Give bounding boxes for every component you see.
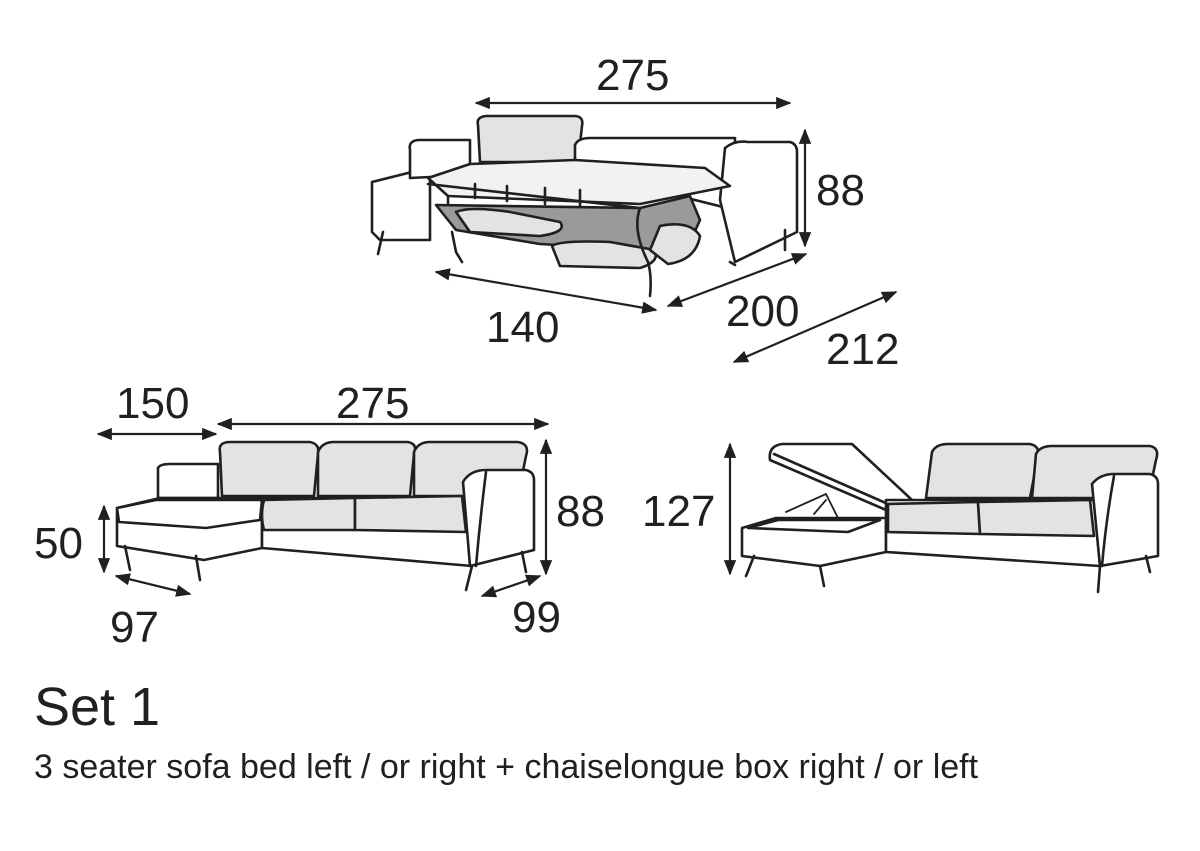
chaise-width-label: 150 xyxy=(116,379,189,428)
mattress-width-label: 140 xyxy=(486,303,559,352)
open-depth-line xyxy=(732,290,898,364)
chaise-depth-line xyxy=(114,573,192,597)
sofa-bed-height-label: 88 xyxy=(816,166,865,215)
set-description: 3 seater sofa bed left / or right + chai… xyxy=(34,748,979,786)
storage-height-label: 127 xyxy=(642,487,715,536)
sofa-depth-label: 99 xyxy=(512,593,561,642)
mattress-width-line xyxy=(434,268,658,314)
open-depth-label: 212 xyxy=(826,325,899,374)
set-height-label: 88 xyxy=(556,487,605,536)
sofa-bed-illustration xyxy=(370,114,799,298)
storage-chaise-illustration xyxy=(740,442,1160,594)
set-title: Set 1 xyxy=(34,677,161,737)
seat-height-label: 50 xyxy=(34,519,83,568)
chaise-depth-label: 97 xyxy=(110,603,159,652)
set-sofa-illustration xyxy=(115,440,536,592)
set-sofa-width-label: 275 xyxy=(336,379,409,428)
sofa-depth-line xyxy=(480,574,542,598)
sofa-bed-width-label: 275 xyxy=(596,51,669,100)
bed-length-line xyxy=(666,252,808,308)
bed-length-label: 200 xyxy=(726,287,799,336)
